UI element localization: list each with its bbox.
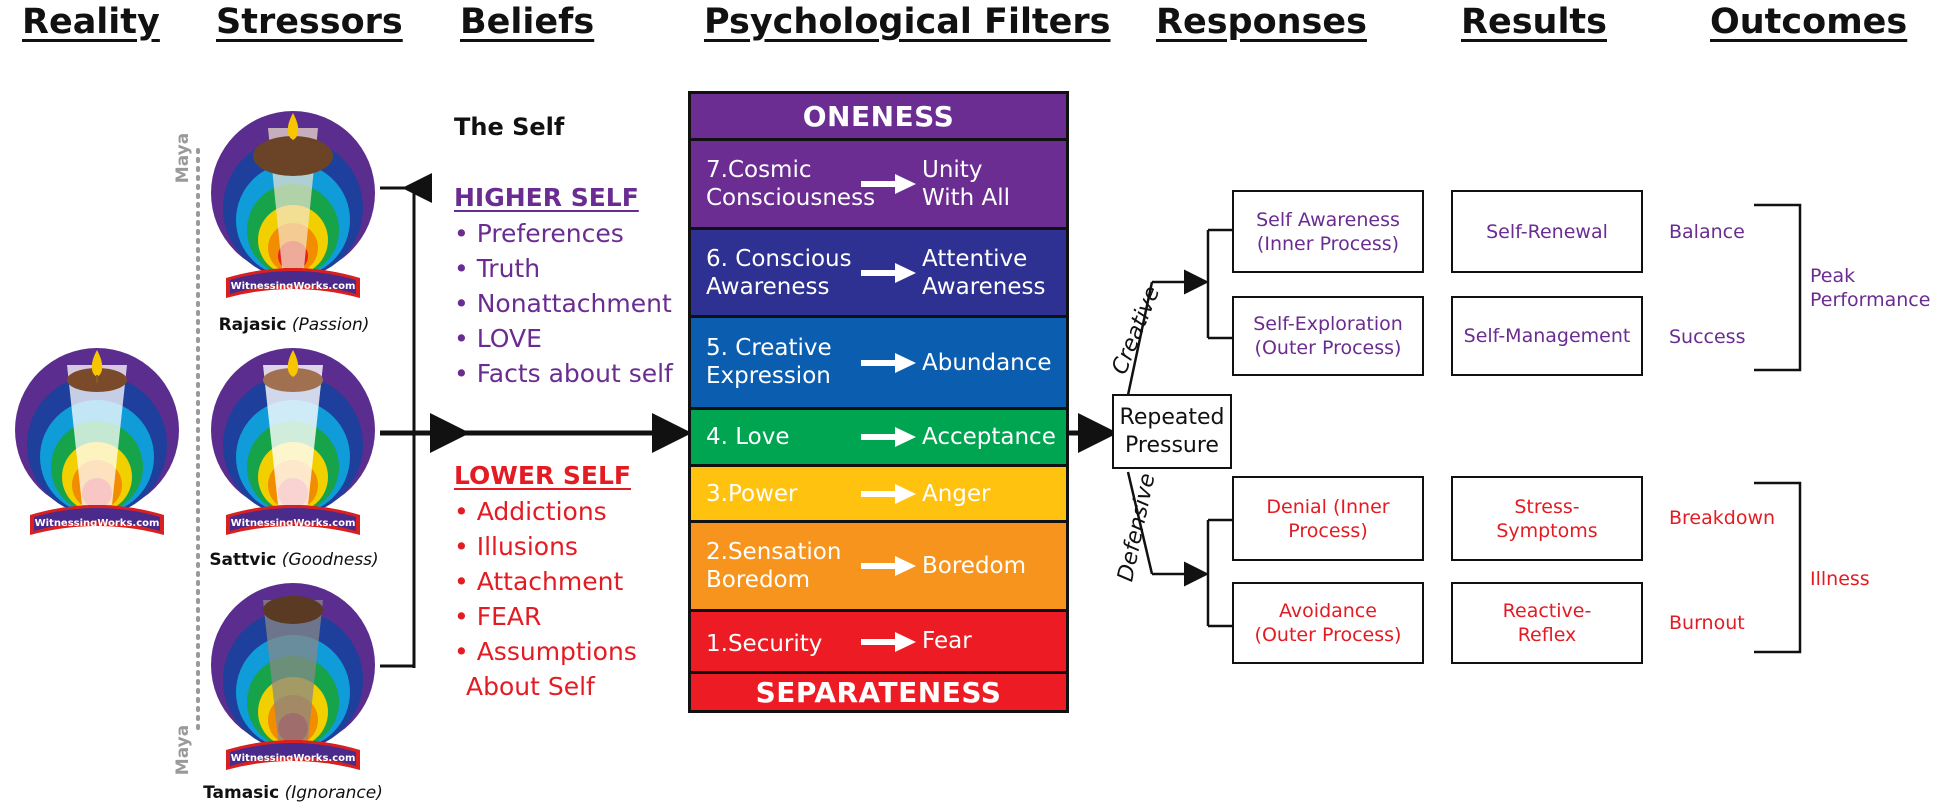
filter-left-line1: 3.Power	[706, 481, 798, 507]
maya-label-top: Maya	[173, 132, 194, 184]
result-stress-symptoms: Stress- Symptoms	[1451, 476, 1643, 561]
list-item: • Illusions	[454, 532, 578, 561]
filter-level-1: 1.Security Fear	[691, 612, 1066, 674]
reality-mandala: WitnessingWorks.com	[15, 348, 179, 535]
list-item: • Preferences	[454, 219, 624, 248]
filter-right-line1: Boredom	[922, 553, 1027, 579]
filter-left-line1: 6. Conscious	[706, 246, 852, 272]
repeated-pressure-box: Repeated Pressure	[1112, 394, 1232, 469]
outcome-success: Success	[1669, 326, 1746, 348]
filter-right-line1: Attentive	[922, 246, 1028, 272]
arrow-right-icon	[861, 353, 916, 373]
filter-left-line2: Boredom	[706, 567, 811, 593]
arrow-right-icon	[861, 427, 916, 447]
list-item: • Truth	[454, 254, 541, 283]
response-self-exploration: Self-Exploration (Outer Process)	[1232, 296, 1424, 376]
list-item: • Nonattachment	[454, 289, 672, 318]
header-results: Results	[1461, 2, 1607, 42]
rajasic-mandala: WitnessingWorks.com	[211, 111, 375, 298]
filter-right-line1: Fear	[922, 628, 972, 654]
stressor-desc: (Passion)	[291, 315, 370, 335]
list-item: • Assumptions	[454, 637, 637, 666]
higher-self-list: • Preferences • Truth • Nonattachment • …	[454, 216, 673, 391]
filter-left-line1: 5. Creative	[706, 335, 832, 361]
outcome-peak-performance: Peak Performance	[1810, 265, 1931, 311]
arrow-right-icon	[861, 632, 916, 652]
filter-left-line1: 4. Love	[706, 424, 790, 450]
stressor-sattvic: Sattvic (Goodness)	[204, 550, 384, 570]
mandala-banner-text: WitnessingWorks.com	[231, 518, 356, 529]
filter-left-line1: 7.Cosmic	[706, 157, 812, 183]
separateness-band: SEPARATENESS	[691, 674, 1066, 710]
filter-level-3: 3.Power Anger	[691, 467, 1066, 523]
result-self-renewal: Self-Renewal	[1451, 190, 1643, 273]
header-beliefs: Beliefs	[460, 2, 595, 42]
filter-right-line2: Awareness	[922, 274, 1046, 300]
filter-right-line1: Abundance	[922, 350, 1052, 376]
arrow-right-icon	[861, 174, 916, 194]
response-denial: Denial (Inner Process)	[1232, 476, 1424, 561]
stressor-name: Rajasic	[218, 315, 287, 335]
result-self-management: Self-Management	[1451, 296, 1643, 376]
result-reactive-reflex: Reactive- Reflex	[1451, 582, 1643, 664]
oneness-band: ONENESS	[691, 94, 1066, 141]
lower-self-heading: LOWER SELF	[454, 461, 631, 490]
response-avoidance: Avoidance (Outer Process)	[1232, 582, 1424, 664]
stressor-name: Sattvic	[209, 550, 277, 570]
list-item: • FEAR	[454, 602, 542, 631]
outcome-breakdown: Breakdown	[1669, 507, 1776, 529]
header-reality: Reality	[22, 2, 160, 42]
mandala-banner-text: WitnessingWorks.com	[231, 753, 356, 764]
stressor-rajasic: Rajasic (Passion)	[204, 315, 384, 335]
list-item: About Self	[466, 672, 595, 701]
sattvic-mandala: WitnessingWorks.com	[211, 348, 375, 535]
higher-self-heading: HIGHER SELF	[454, 183, 639, 212]
filter-left-line2: Expression	[706, 363, 831, 389]
list-item: • Addictions	[454, 497, 607, 526]
filter-left-line1: 2.Sensation	[706, 539, 842, 565]
filter-left-line2: Consciousness	[706, 185, 876, 211]
filter-left-line2: Awareness	[706, 274, 830, 300]
beliefs-title: The Self	[454, 113, 565, 141]
maya-label-bottom: Maya	[173, 724, 194, 776]
tamasic-mandala: WitnessingWorks.com	[211, 583, 375, 770]
header-stressors: Stressors	[216, 2, 403, 42]
list-item: • Facts about self	[454, 359, 673, 388]
filter-right-line1: Anger	[922, 481, 991, 507]
header-outcomes: Outcomes	[1710, 2, 1908, 42]
header-responses: Responses	[1156, 2, 1367, 42]
header-filters: Psychological Filters	[704, 2, 1111, 42]
stressor-tamasic: Tamasic (Ignorance)	[198, 783, 388, 803]
mandala-banner-text: WitnessingWorks.com	[35, 518, 160, 529]
arrow-right-icon	[861, 484, 916, 504]
outcome-balance: Balance	[1669, 221, 1745, 243]
stressor-desc: (Ignorance)	[284, 783, 383, 803]
response-self-awareness: Self Awareness (Inner Process)	[1232, 190, 1424, 273]
filter-right-line2: With All	[922, 185, 1011, 211]
outcome-burnout: Burnout	[1669, 612, 1745, 634]
filter-left-line1: 1.Security	[706, 631, 823, 657]
list-item: • Attachment	[454, 567, 624, 596]
filter-right-line1: Acceptance	[922, 424, 1056, 450]
lower-self-list: • Addictions • Illusions • Attachment • …	[454, 494, 637, 704]
arrow-right-icon	[861, 263, 916, 283]
stressor-desc: (Goodness)	[281, 550, 379, 570]
filter-right-line1: Unity	[922, 157, 983, 183]
list-item: • LOVE	[454, 324, 542, 353]
outcome-illness: Illness	[1810, 568, 1870, 590]
arrow-right-icon	[861, 556, 916, 576]
filter-level-4: 4. Love Acceptance	[691, 410, 1066, 467]
mandala-banner-text: WitnessingWorks.com	[231, 281, 356, 292]
stressor-name: Tamasic	[203, 783, 280, 803]
